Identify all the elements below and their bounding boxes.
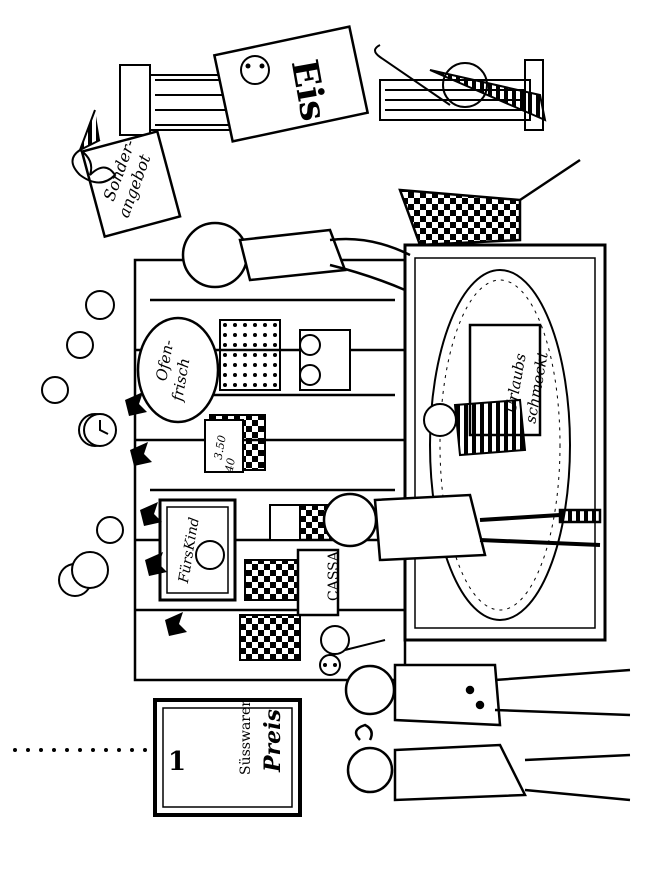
boy-figure [344,663,631,727]
doll-figure [423,398,527,457]
flower-icon [41,290,124,597]
kasse-sign: CASSA [296,548,342,617]
fuers-kind-line2: Kind [181,516,203,552]
fuers-kind-sign: Fürs Kind [158,498,237,602]
fuers-kind-line1: Fürs [176,549,198,585]
small-girl-figure [346,723,631,802]
balloon-icon [319,625,386,676]
bow-icon [71,109,117,184]
plaque-number: 1 [168,747,186,777]
shopkeeper-figure [181,158,581,292]
sweets-plaque: 1 Süsswaren Preis [153,698,302,817]
sonderangebot-sign: Sonder- angebot [80,129,182,239]
price-tag-text-2: 40 [223,457,238,474]
girl-figure [322,492,602,562]
price-tag-text: 3.50 [212,434,229,460]
price-tag: 3.50 40 [204,419,244,474]
plaque-line1: Süsswaren [238,698,254,775]
umbrella-icon [374,44,547,122]
plaque-hanging-cord [13,748,147,752]
ofenfrisch-sign: Ofen- frisch [136,316,220,424]
ribbon-bows [125,392,187,636]
kasse-sign-text: CASSA [326,550,342,601]
eis-sign-text: Eis [283,56,335,124]
clock-icon [71,413,117,589]
plaque-line2: Preis [260,709,286,773]
eis-sign: Eis [212,25,370,143]
